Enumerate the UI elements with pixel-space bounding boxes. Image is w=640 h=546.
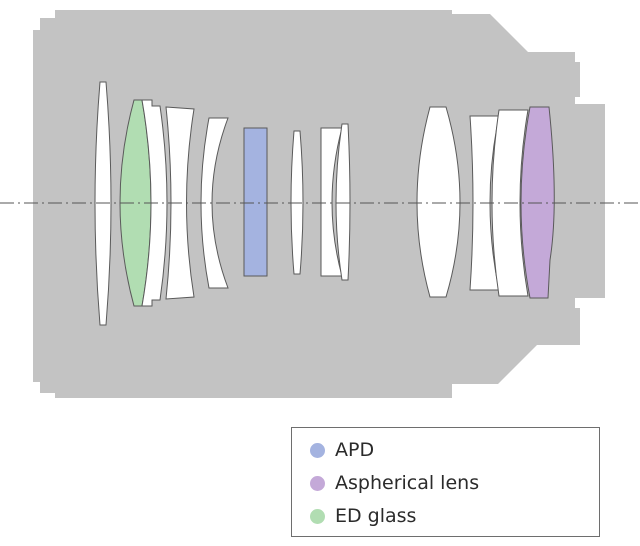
legend: APD Aspherical lens ED glass: [291, 427, 600, 537]
legend-label-ed-glass: ED glass: [335, 505, 417, 527]
lens-barrel: [33, 10, 605, 398]
lens-element-9: [335, 123, 351, 281]
legend-label-apd: APD: [335, 439, 375, 461]
lens-element-5: [200, 117, 229, 289]
apd-element: [243, 127, 268, 277]
lens-element-10: [416, 106, 461, 298]
aspherical-swatch-icon: [310, 475, 325, 491]
legend-item-apd: APD: [310, 438, 374, 462]
legend-item-ed-glass: ED glass: [310, 504, 416, 528]
legend-label-aspherical: Aspherical lens: [335, 472, 480, 494]
ed-glass-swatch-icon: [310, 508, 325, 524]
legend-item-aspherical: Aspherical lens: [310, 471, 479, 495]
apd-swatch-icon: [310, 442, 325, 458]
